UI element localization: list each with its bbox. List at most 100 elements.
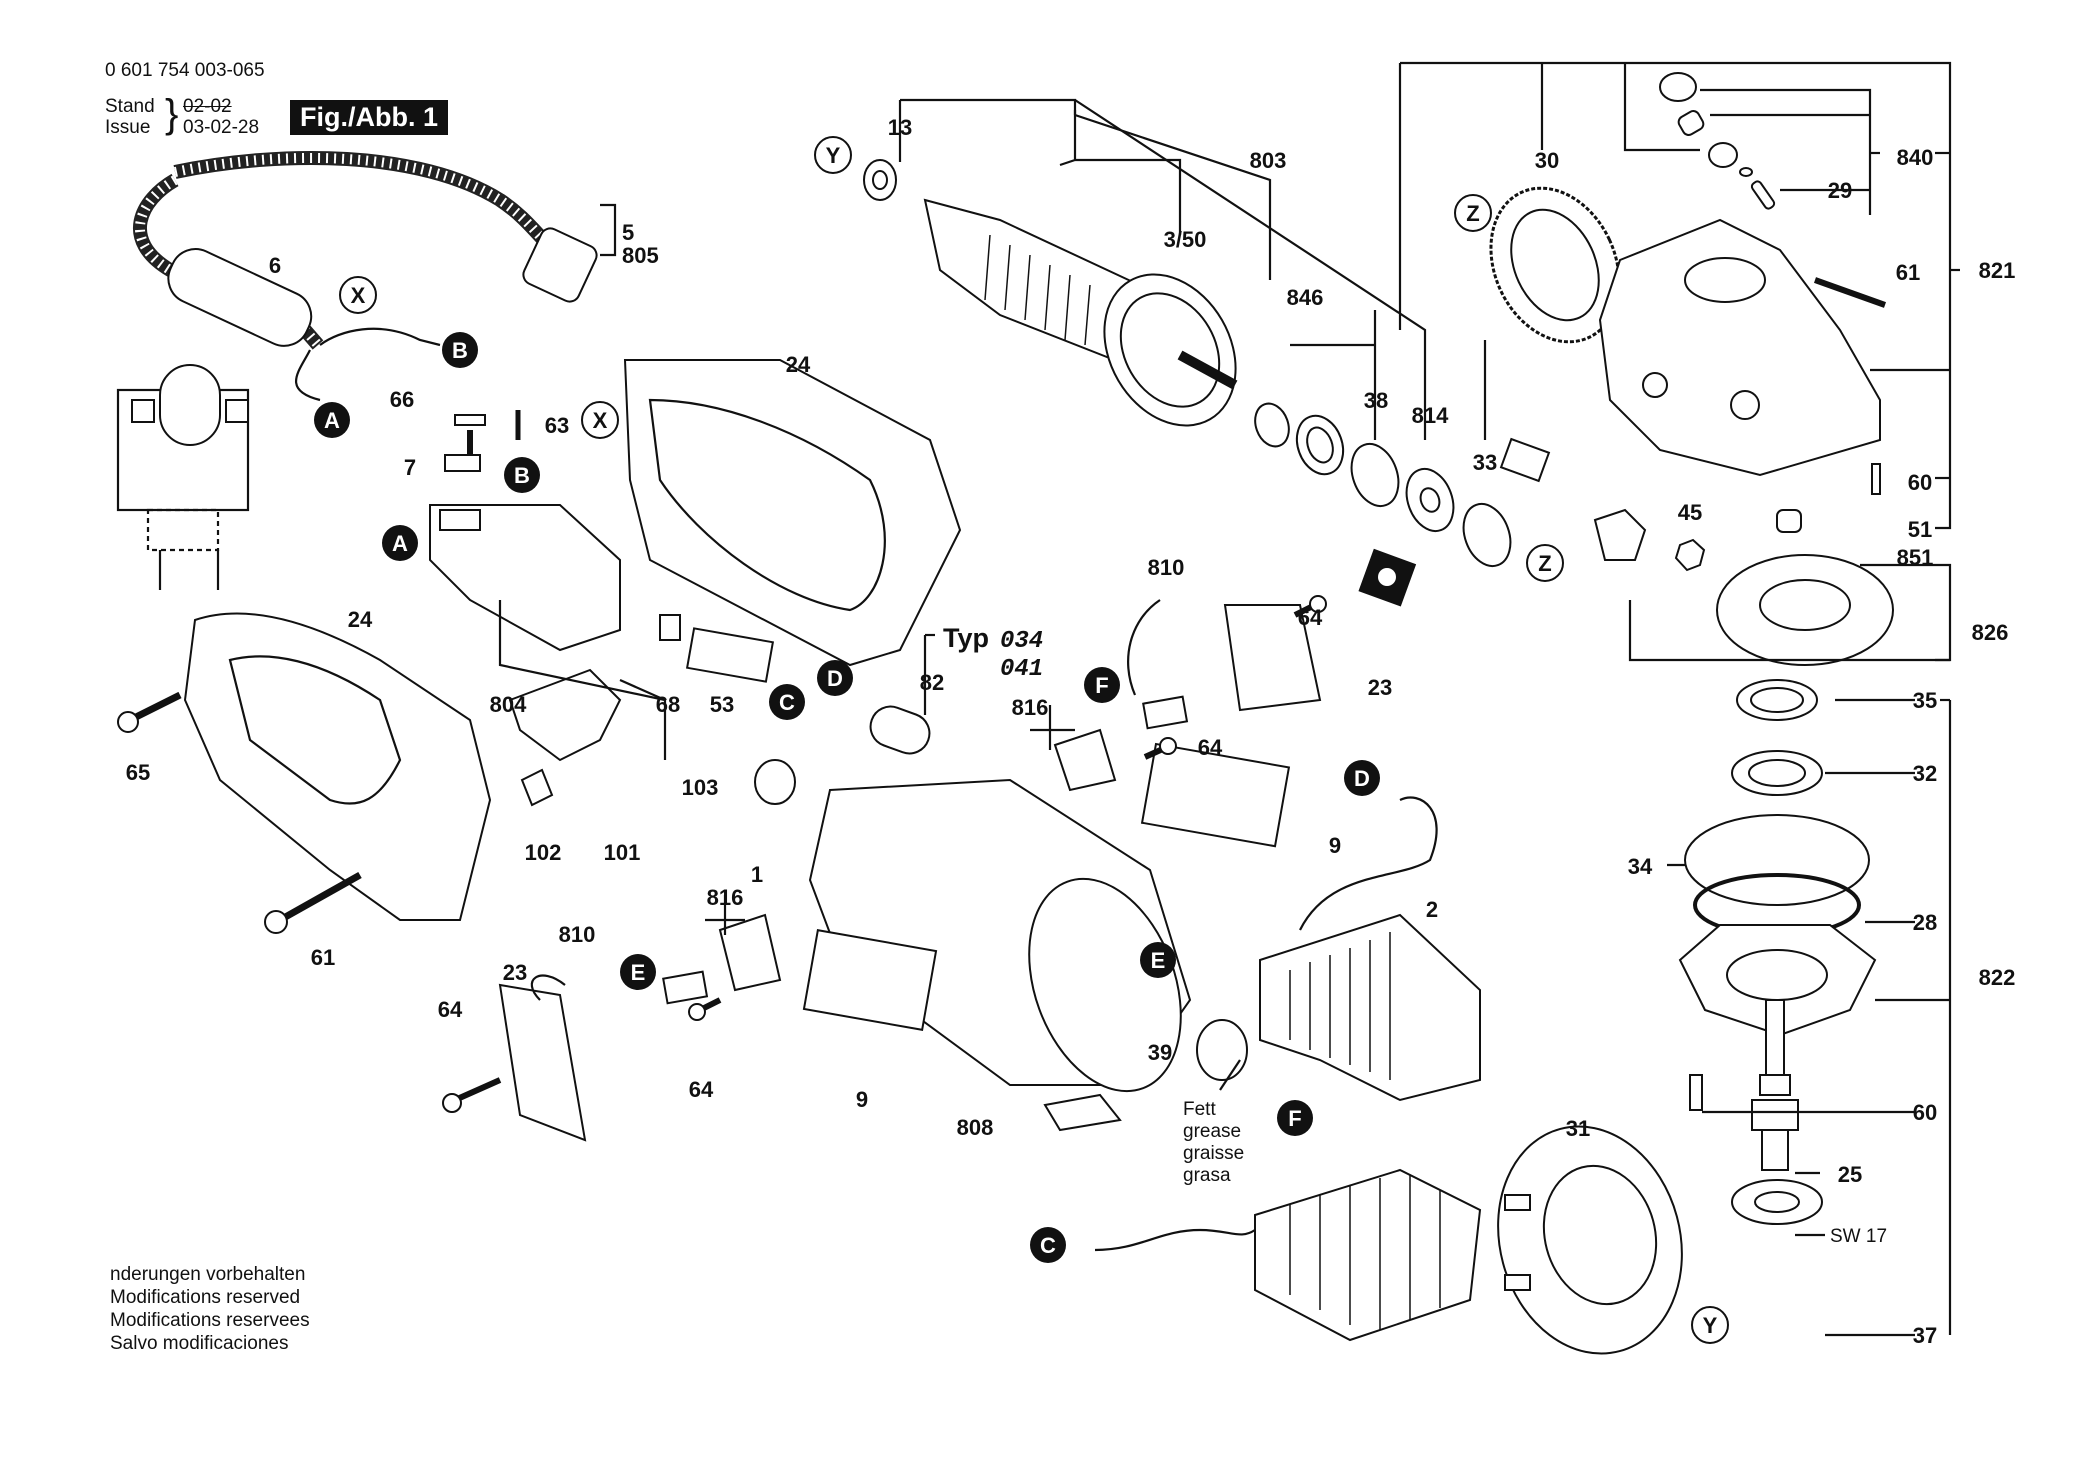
label-810-bottom: 810 — [559, 922, 596, 947]
label-24-housing: 24 — [786, 352, 811, 377]
label-103: 103 — [682, 775, 719, 800]
label-6: 6 — [269, 253, 281, 278]
callout-a-cord: A — [314, 402, 350, 438]
motor-housing — [754, 742, 1291, 1132]
label-826: 826 — [1972, 620, 2009, 645]
callout-y-top: Y — [814, 136, 852, 174]
footer-line-es: Salvo modificaciones — [110, 1333, 289, 1354]
type-code-2: 041 — [1000, 656, 1043, 683]
power-cord — [133, 151, 598, 402]
label-23-top: 23 — [1368, 675, 1392, 700]
svg-text:Z: Z — [1538, 551, 1551, 576]
footer-line-de: nderungen vorbehalten — [110, 1264, 306, 1285]
callout-e-coil: E — [1140, 942, 1176, 978]
svg-text:C: C — [1040, 1233, 1056, 1258]
label-1: 1 — [751, 862, 763, 887]
label-82: 82 — [920, 670, 944, 695]
label-68: 68 — [656, 692, 680, 717]
label-808: 808 — [957, 1115, 994, 1140]
spindle-assembly — [1678, 679, 1877, 1225]
armature — [863, 159, 1238, 427]
label-64-top: 64 — [1298, 605, 1323, 630]
callout-c-coil: C — [1030, 1227, 1066, 1263]
svg-text:C: C — [779, 690, 795, 715]
label-64-brush-bottom: 64 — [689, 1077, 714, 1102]
footer-line-fr: Modifications reservees — [110, 1310, 310, 1331]
label-851: 851 — [1897, 545, 1934, 570]
grease-fr: graisse — [1183, 1143, 1244, 1164]
figure-label: Fig./Abb. 1 — [290, 100, 448, 135]
modifications-note: nderungen vorbehalten Modifications rese… — [110, 1263, 310, 1355]
label-816-top: 816 — [1012, 695, 1049, 720]
label-804: 804 — [490, 692, 527, 717]
grease-en: grease — [1183, 1121, 1241, 1142]
callout-f-coil: F — [1277, 1100, 1313, 1136]
callout-b-cord: B — [442, 332, 478, 368]
label-66: 66 — [390, 387, 414, 412]
svg-text:F: F — [1288, 1106, 1301, 1131]
footer-line-en: Modifications reserved — [110, 1287, 301, 1308]
svg-text:E: E — [1151, 948, 1166, 973]
svg-text:Y: Y — [1703, 1313, 1718, 1338]
label-35: 35 — [1913, 688, 1937, 713]
label-25: 25 — [1838, 1162, 1862, 1187]
label-814: 814 — [1412, 403, 1449, 428]
callout-y-bottom: Y — [1691, 1306, 1729, 1344]
callout-x-top: X — [339, 276, 377, 314]
label-28: 28 — [1913, 910, 1937, 935]
callout-x-housing: X — [581, 401, 619, 439]
callout-e-brush: E — [620, 954, 656, 990]
svg-text:X: X — [593, 408, 608, 433]
label-803: 803 — [1250, 148, 1287, 173]
grease-de: Fett — [1183, 1099, 1216, 1120]
label-816-bottom: 816 — [707, 885, 744, 910]
label-32: 32 — [1913, 761, 1937, 786]
callout-z-gear: Z — [1454, 194, 1492, 232]
label-2: 2 — [1426, 897, 1438, 922]
svg-text:Y: Y — [826, 143, 841, 168]
label-60-housing: 60 — [1908, 470, 1932, 495]
svg-text:D: D — [1354, 766, 1370, 791]
svg-text:A: A — [392, 531, 408, 556]
label-51: 51 — [1908, 517, 1932, 542]
label-38: 38 — [1364, 388, 1388, 413]
svg-text:X: X — [351, 283, 366, 308]
callout-d-switch: D — [817, 660, 853, 696]
svg-text:B: B — [452, 338, 468, 363]
label-63: 63 — [545, 413, 569, 438]
field-coil — [1094, 796, 1482, 1342]
label-3-50: 3/50 — [1164, 227, 1207, 252]
label-61-handle: 61 — [311, 945, 335, 970]
label-821: 821 — [1979, 258, 2016, 283]
callout-b-switch: B — [504, 457, 540, 493]
label-102: 102 — [525, 840, 562, 865]
label-65: 65 — [126, 760, 150, 785]
svg-text:A: A — [324, 408, 340, 433]
label-840: 840 — [1897, 145, 1934, 170]
label-30: 30 — [1535, 148, 1559, 173]
label-5: 5 — [622, 220, 634, 245]
svg-text:E: E — [631, 960, 646, 985]
label-37: 37 — [1913, 1323, 1937, 1348]
grease-es: grasa — [1183, 1165, 1231, 1186]
svg-text:Z: Z — [1466, 201, 1479, 226]
brush-holders — [498, 599, 1322, 1142]
label-9-bottom: 9 — [856, 1087, 868, 1112]
label-61-housing: 61 — [1896, 260, 1920, 285]
label-9-top: 9 — [1329, 833, 1341, 858]
end-cover — [1497, 1125, 1683, 1355]
leader-lines — [498, 61, 1960, 1337]
callout-z-bearing: Z — [1526, 544, 1564, 582]
handle-housing — [183, 359, 962, 921]
label-13: 13 — [888, 115, 912, 140]
gear-housing — [1489, 72, 1894, 666]
label-64-brush: 64 — [1198, 735, 1223, 760]
label-45: 45 — [1678, 500, 1702, 525]
issue-date: 03-02-28 — [183, 117, 260, 138]
wiring-schematic — [116, 364, 250, 590]
label-24-handle: 24 — [348, 607, 373, 632]
label-101: 101 — [604, 840, 641, 865]
callout-d-coil: D — [1344, 760, 1380, 796]
label-7: 7 — [404, 455, 416, 480]
